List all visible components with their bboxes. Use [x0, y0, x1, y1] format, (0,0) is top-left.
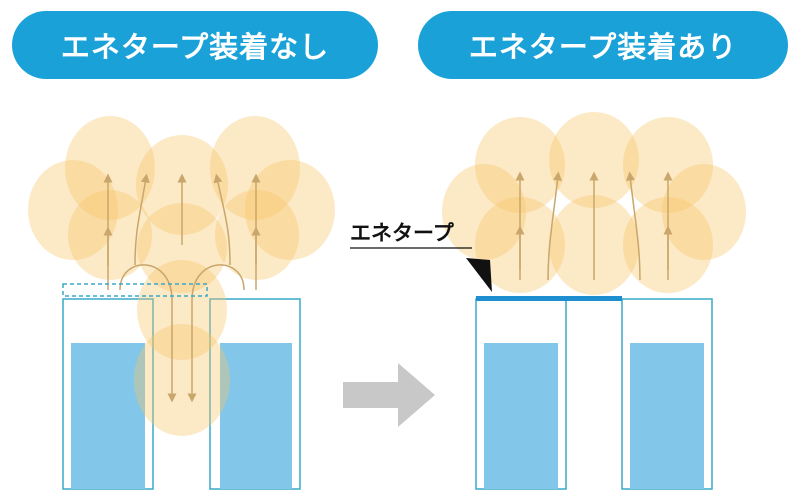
tape-strip [476, 296, 622, 301]
panel-with-tape: エネタープ [350, 112, 746, 490]
product-left-b [220, 343, 292, 489]
product-left-a [71, 343, 145, 489]
warm-air-cloud-right [442, 112, 746, 295]
open-gap-dashed [62, 283, 208, 297]
tape-callout: エネタープ [350, 221, 492, 292]
airflow-arrows-left [103, 173, 261, 403]
airflow-arrows-right [515, 171, 673, 281]
product-right-a [484, 343, 558, 489]
right-arrow-icon [343, 363, 435, 427]
pointer-triangle-icon [466, 258, 492, 292]
product-right-b [630, 343, 704, 489]
title-with-tape: エネタープ装着あり [418, 11, 788, 79]
title-without-tape: エネタープ装着なし [12, 11, 378, 79]
panel-without-tape [28, 116, 335, 490]
tape-callout-label: エネタープ [350, 221, 455, 245]
